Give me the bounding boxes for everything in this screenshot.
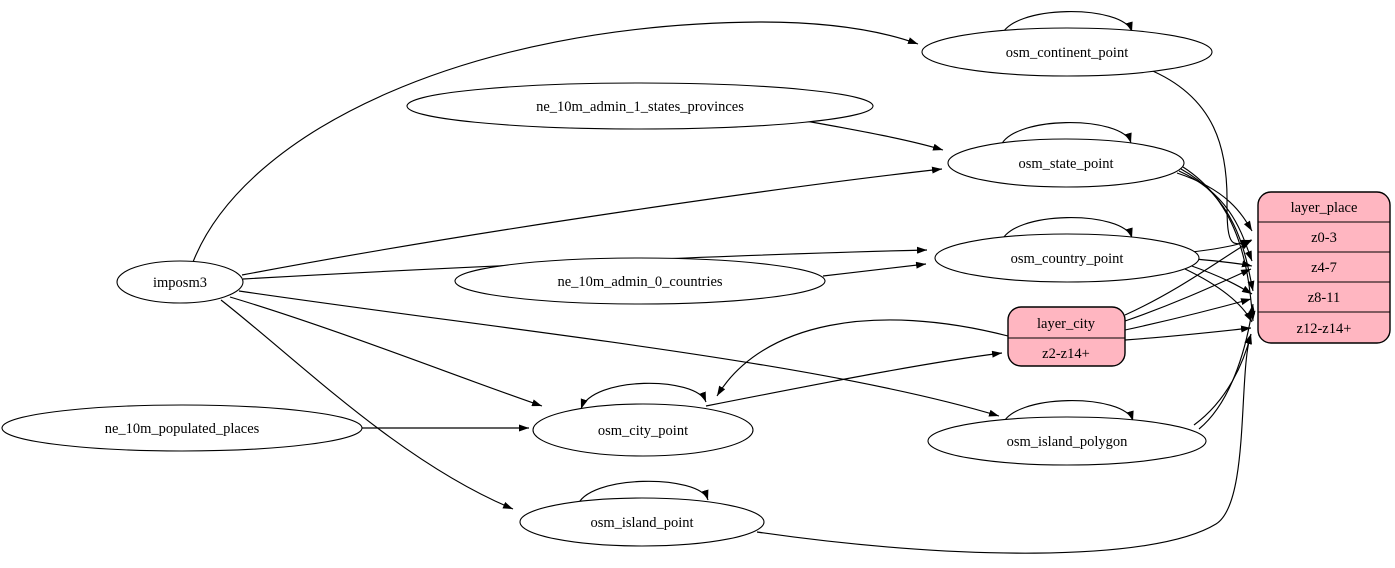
edge-imposm3-to-osm_state_point xyxy=(241,166,943,276)
node-osm_continent_point-shape xyxy=(921,27,1213,77)
node-osm_island_polygon: osm_island_polygon xyxy=(927,416,1207,466)
record-layer_city-shape xyxy=(1007,306,1126,367)
node-osm_city_point-label: osm_city_point xyxy=(598,423,688,439)
edge-osm_island_polygon-to-layer_place-z8-11 xyxy=(1198,303,1256,430)
node-ne_10m_admin_1_states_provinces-shape xyxy=(406,82,874,130)
edge-osm_city_point-to-layer_city-z2-z14 xyxy=(705,350,1003,407)
edge-osm_state_point-to-layer_place-z8-11 xyxy=(1180,168,1255,292)
record-layer_place-row-z8-11: z8-11 xyxy=(1308,290,1340,306)
edge-osm_country_point-to-layer_place-z0-3 xyxy=(1190,239,1253,253)
node-osm_city_point-shape xyxy=(532,403,754,457)
edge-ne_10m_admin_0_countries-to-osm_country_point xyxy=(822,261,927,277)
node-ne_10m_admin_1_states_provinces: ne_10m_admin_1_states_provinces xyxy=(406,82,874,130)
node-osm_country_point-label: osm_country_point xyxy=(1011,251,1124,267)
node-osm_continent_point-label: osm_continent_point xyxy=(1006,45,1128,61)
record-layer_city-row-z2-z14: z2-z14+ xyxy=(1042,346,1090,362)
edge-osm_state_point-to-layer_place-z4-7 xyxy=(1178,170,1253,262)
edge-imposm3-to-osm_city_point xyxy=(229,296,543,407)
node-osm_island_point-shape xyxy=(519,497,765,547)
node-ne_10m_admin_0_countries-label: ne_10m_admin_0_countries xyxy=(557,274,722,290)
node-osm_state_point-label: osm_state_point xyxy=(1018,156,1113,172)
node-osm_continent_point: osm_continent_point xyxy=(921,27,1213,77)
node-osm_island_point: osm_island_point xyxy=(519,497,765,547)
edge-imposm3-to-osm_island_polygon xyxy=(238,290,1000,417)
self-loop-osm_island_point xyxy=(576,480,709,508)
node-osm_island_polygon-shape xyxy=(927,416,1207,466)
node-ne_10m_populated_places: ne_10m_populated_places xyxy=(1,404,363,452)
edge-osm_country_point-to-layer_place-z8-11 xyxy=(1188,264,1253,295)
node-osm_country_point-shape xyxy=(934,233,1200,283)
node-ne_10m_admin_0_countries-shape xyxy=(454,257,826,305)
record-layer_place-row-z0-3: z0-3 xyxy=(1311,230,1337,246)
self-loop-osm_continent_point xyxy=(1000,11,1133,38)
edge-osm_state_point-to-layer_place-z0-3 xyxy=(1176,172,1253,232)
node-imposm3-shape xyxy=(116,260,244,304)
edge-layer_city-to-osm_city_point xyxy=(716,319,1009,397)
edge-osm_continent_point-to-layer_place-z0-3 xyxy=(1147,68,1252,247)
record-layer_place: layer_place z0-3 z4-7 z8-11 z12-z14+ xyxy=(1257,191,1391,344)
record-layer_place-row-z4-7: z4-7 xyxy=(1311,260,1337,276)
edge-imposm3-to-osm_island_point xyxy=(220,299,514,510)
edge-osm_island_point-to-layer_place-z12-z14 xyxy=(756,333,1252,554)
edge-layer_city-to-layer_place-z12-z14 xyxy=(1124,325,1252,341)
edge-imposm3-to-osm_continent_point xyxy=(192,21,919,263)
node-osm_island_point-label: osm_island_point xyxy=(590,515,693,531)
self-loop-osm_city_point xyxy=(580,382,707,410)
edge-osm_state_point-to-layer_place-z12-z14 xyxy=(1182,166,1256,322)
edge-osm_country_point-to-layer_place-z4-7 xyxy=(1194,258,1253,268)
edges xyxy=(192,21,1256,554)
record-layer_place-shape xyxy=(1257,191,1391,344)
node-ne_10m_populated_places-label: ne_10m_populated_places xyxy=(105,421,260,437)
self-loop-osm_state_point xyxy=(999,122,1132,149)
self-loop-osm_country_point xyxy=(1000,217,1133,244)
self-loops xyxy=(576,11,1134,508)
record-layer_city: layer_city z2-z14+ xyxy=(1007,306,1126,367)
node-ne_10m_populated_places-shape xyxy=(1,404,363,452)
node-osm_state_point: osm_state_point xyxy=(947,138,1185,188)
node-imposm3-label: imposm3 xyxy=(153,275,207,291)
record-layer_place-row-z12-z14: z12-z14+ xyxy=(1297,321,1352,337)
edge-ne_10m_admin_1_states_provinces-to-osm_state_point xyxy=(799,119,944,151)
record-layer_city-title: layer_city xyxy=(1037,316,1096,332)
node-osm_country_point: osm_country_point xyxy=(934,233,1200,283)
node-ne_10m_admin_0_countries: ne_10m_admin_0_countries xyxy=(454,257,826,305)
node-imposm3: imposm3 xyxy=(116,260,244,304)
edge-layer_city-to-layer_place-z0-3 xyxy=(1124,240,1252,316)
node-ne_10m_admin_1_states_provinces-label: ne_10m_admin_1_states_provinces xyxy=(536,99,744,115)
node-osm_city_point: osm_city_point xyxy=(532,403,754,457)
record-layer_place-title: layer_place xyxy=(1291,200,1358,216)
edge-layer_city-to-layer_place-z4-7 xyxy=(1124,268,1252,322)
self-loop-osm_island_polygon xyxy=(1001,400,1134,427)
node-osm_island_polygon-label: osm_island_polygon xyxy=(1007,434,1129,450)
node-osm_state_point-shape xyxy=(947,138,1185,188)
nodes: imposm3 ne_10m_admin_1_states_provinces … xyxy=(1,27,1213,547)
edge-layer_city-to-layer_place-z8-11 xyxy=(1124,298,1252,331)
